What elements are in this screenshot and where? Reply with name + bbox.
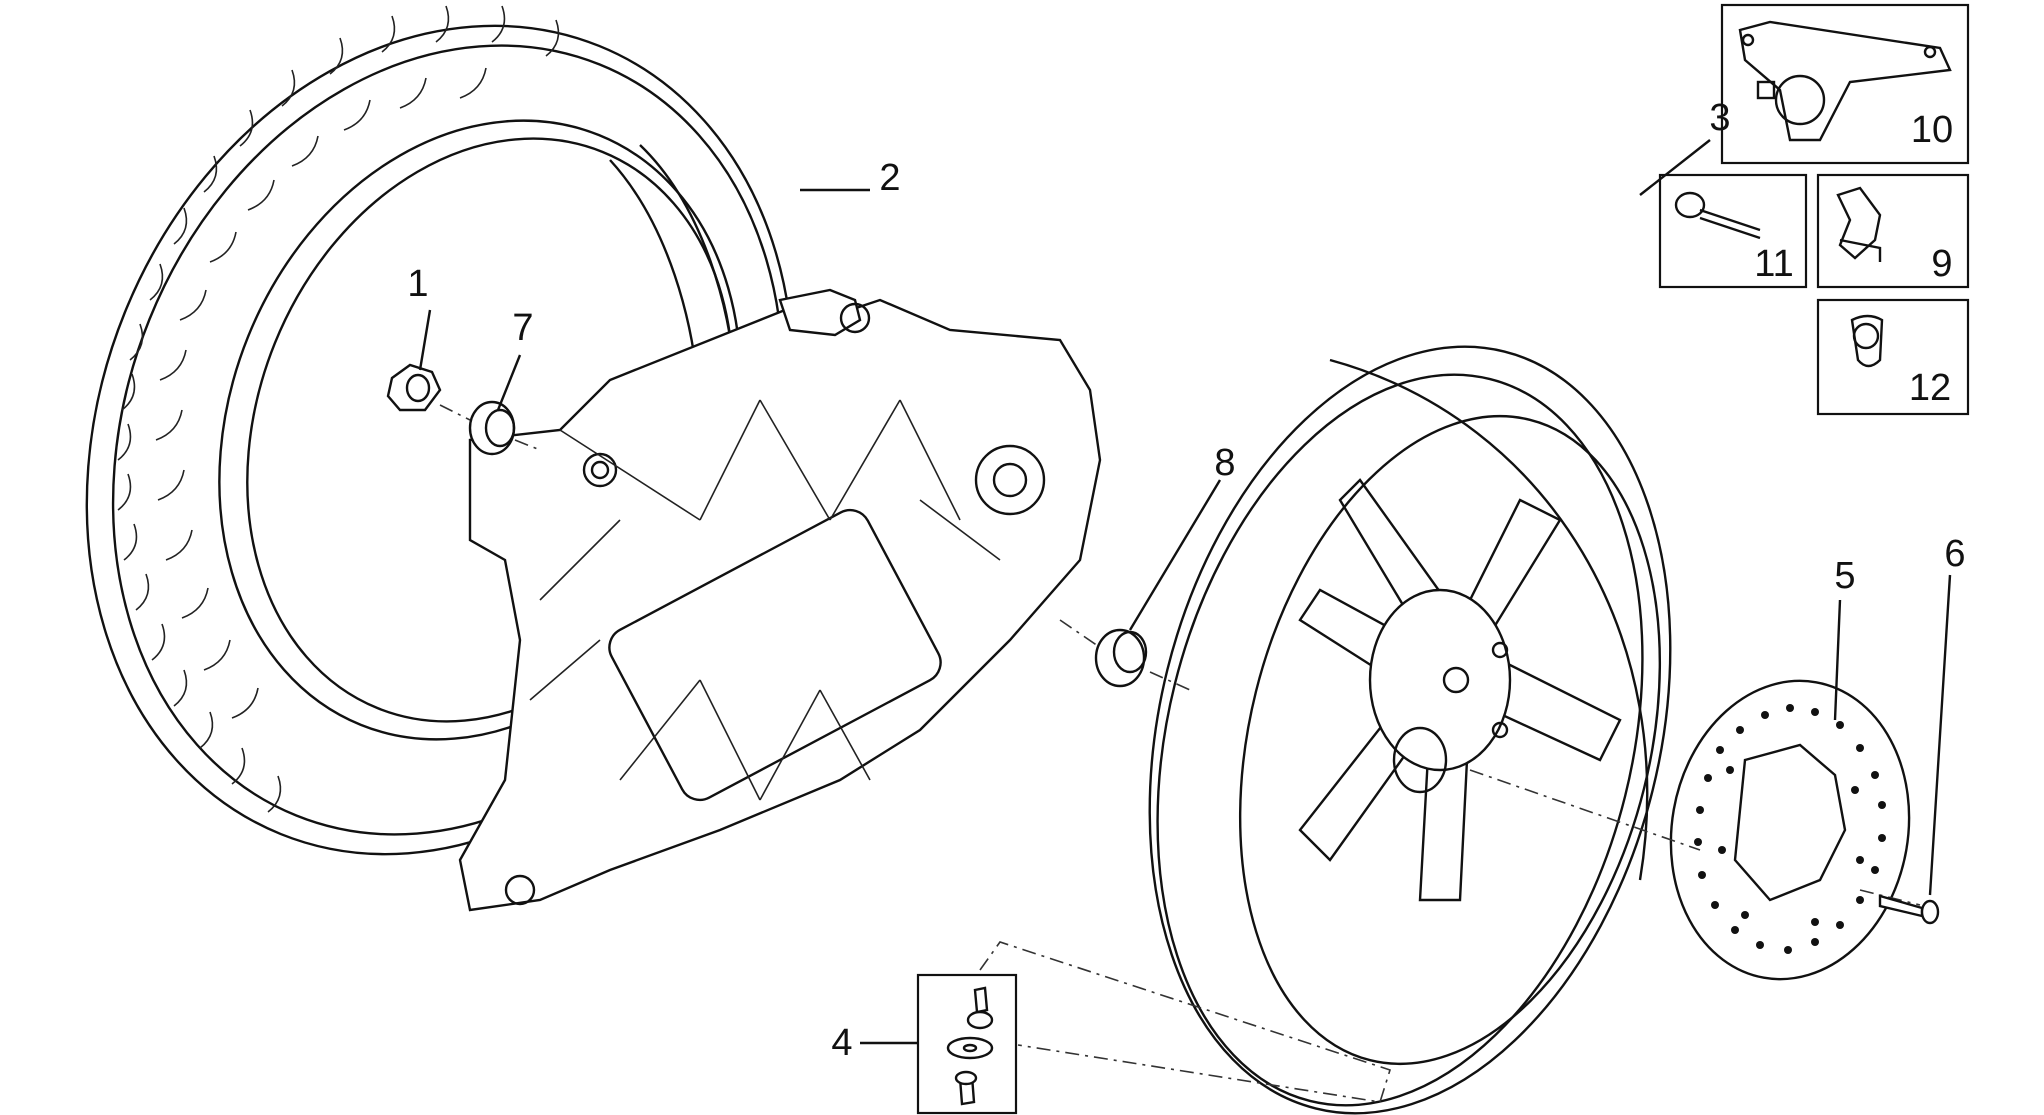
axle-line-right — [1469, 769, 1921, 906]
callout-4: 4 — [831, 1022, 852, 1064]
inset-10 — [1720, 3, 1970, 165]
kit-line — [979, 941, 1391, 1103]
swingarm — [458, 288, 1102, 912]
wheel-bearing-right — [1094, 628, 1148, 688]
rim — [1148, 345, 1672, 1115]
leader-lines — [418, 139, 1952, 1045]
callout-12: 12 — [1909, 367, 1951, 409]
disc-screw — [1878, 894, 1940, 925]
callout-3: 3 — [1709, 97, 1730, 139]
callout-7: 7 — [512, 307, 533, 349]
callout-1: 1 — [407, 263, 428, 305]
axle-nut — [386, 363, 442, 412]
fastener-kit — [916, 973, 1018, 1115]
brake-disc — [1669, 679, 1911, 981]
inset-12 — [1816, 298, 1970, 416]
callout-8: 8 — [1214, 442, 1235, 484]
wheel-bearing-left — [468, 400, 516, 456]
axle-line-left — [439, 404, 541, 451]
inset-11 — [1658, 173, 1808, 289]
callout-5: 5 — [1834, 555, 1855, 597]
inset-9 — [1816, 173, 1970, 289]
callout-9: 9 — [1931, 243, 1952, 285]
axle-line-center — [1059, 619, 1191, 691]
callout-2: 2 — [879, 157, 900, 199]
callout-6: 6 — [1944, 533, 1965, 575]
callout-11: 11 — [1754, 243, 1793, 285]
callout-10: 10 — [1911, 109, 1953, 151]
